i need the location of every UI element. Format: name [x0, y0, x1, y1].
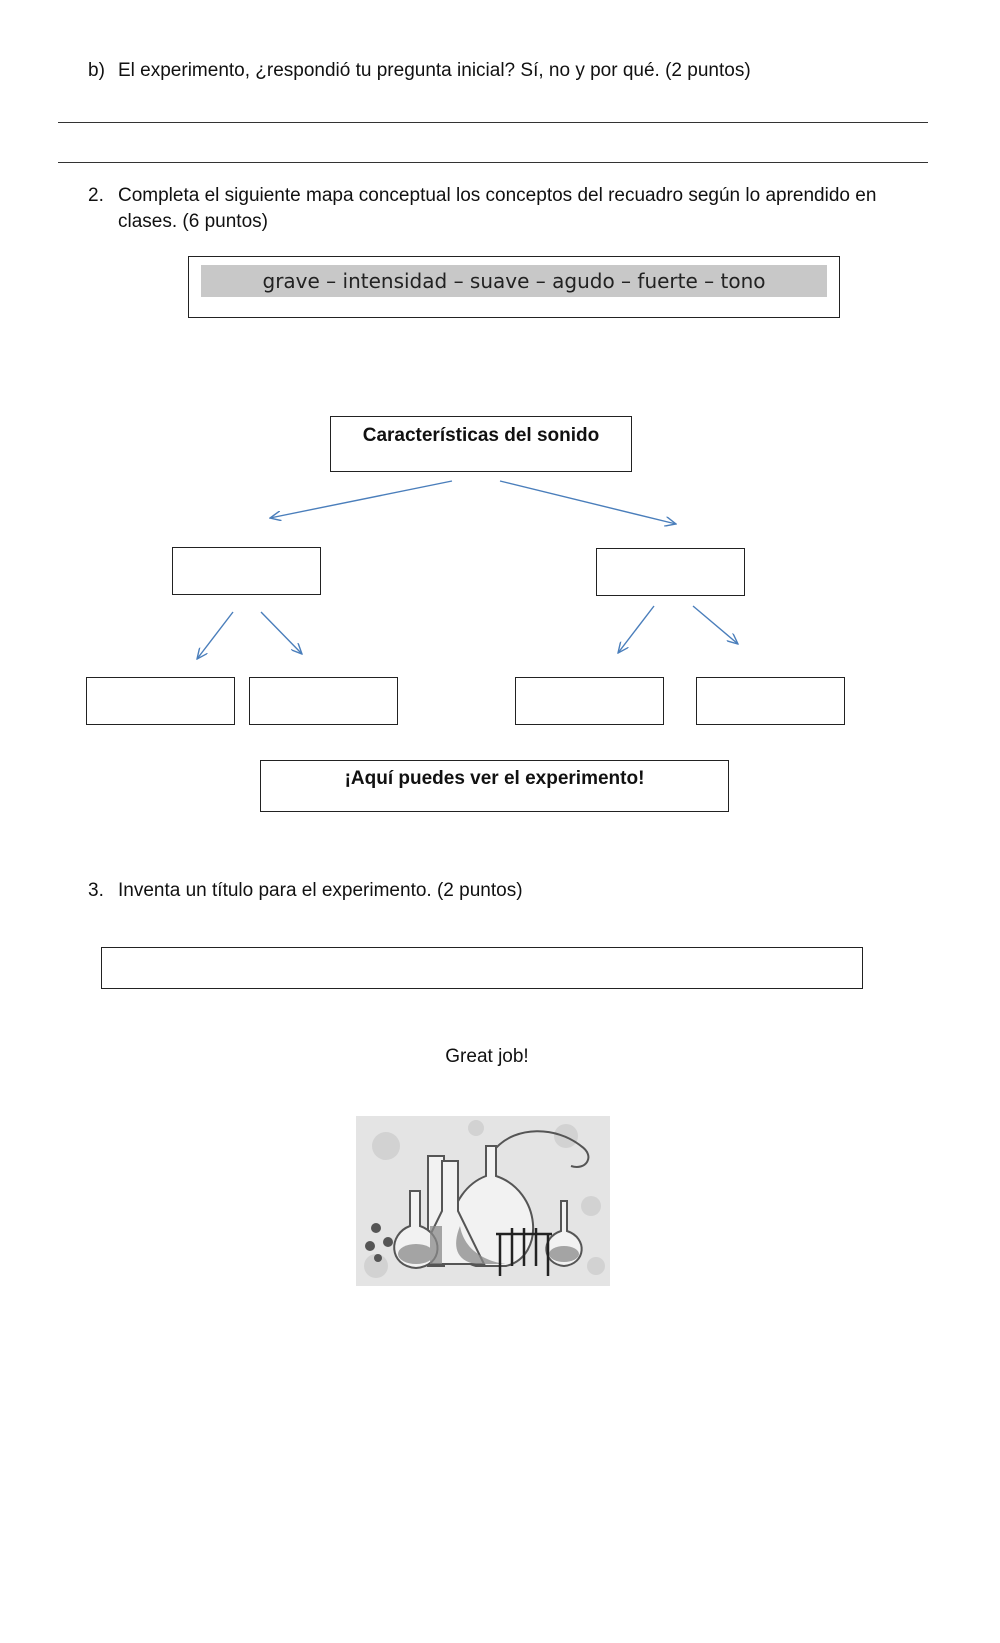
answer-line-1[interactable]: [58, 122, 928, 123]
experiment-box-label: ¡Aquí puedes ver el experimento!: [344, 768, 645, 789]
word-bank-text: grave – intensidad – suave – agudo – fue…: [201, 265, 827, 297]
question-b-marker: b): [88, 60, 105, 81]
title-answer-box[interactable]: [101, 947, 863, 989]
concept-box-right[interactable]: [596, 548, 745, 596]
question-b-text: El experimento, ¿respondió tu pregunta i…: [118, 60, 751, 81]
concept-box-left[interactable]: [172, 547, 321, 595]
laboratory-glassware-illustration-icon: [356, 1116, 610, 1286]
question-b: b) El experimento, ¿respondió tu pregunt…: [88, 58, 968, 84]
experiment-box[interactable]: ¡Aquí puedes ver el experimento!: [260, 760, 729, 812]
question-3-marker: 3.: [88, 880, 104, 901]
question-2-marker: 2.: [88, 185, 104, 206]
arrow-root-right: [499, 480, 676, 524]
concept-box-left-left[interactable]: [86, 677, 235, 725]
arrow-left-right: [260, 611, 302, 654]
arrow-right-left: [618, 605, 655, 653]
closing-text: Great job!: [445, 1046, 529, 1067]
concept-box-right-left[interactable]: [515, 677, 664, 725]
question-3: 3. Inventa un título para el experimento…: [88, 878, 968, 904]
word-bank-box: grave – intensidad – suave – agudo – fue…: [188, 256, 840, 318]
concept-box-left-right[interactable]: [249, 677, 398, 725]
concept-map-root-label: Características del sonido: [362, 425, 600, 446]
concept-map-root: Características del sonido: [330, 416, 632, 472]
question-3-text: Inventa un título para el experimento. (…: [118, 880, 523, 901]
arrow-left-left: [197, 611, 234, 659]
answer-line-2[interactable]: [58, 162, 928, 163]
concept-box-right-right[interactable]: [696, 677, 845, 725]
question-2-line2: clases. (6 puntos): [118, 211, 268, 232]
question-2: 2. Completa el siguiente mapa conceptual…: [88, 183, 968, 235]
arrow-right-right: [692, 605, 738, 644]
arrow-root-left: [270, 480, 453, 518]
question-2-line1: Completa el siguiente mapa conceptual lo…: [118, 185, 877, 206]
